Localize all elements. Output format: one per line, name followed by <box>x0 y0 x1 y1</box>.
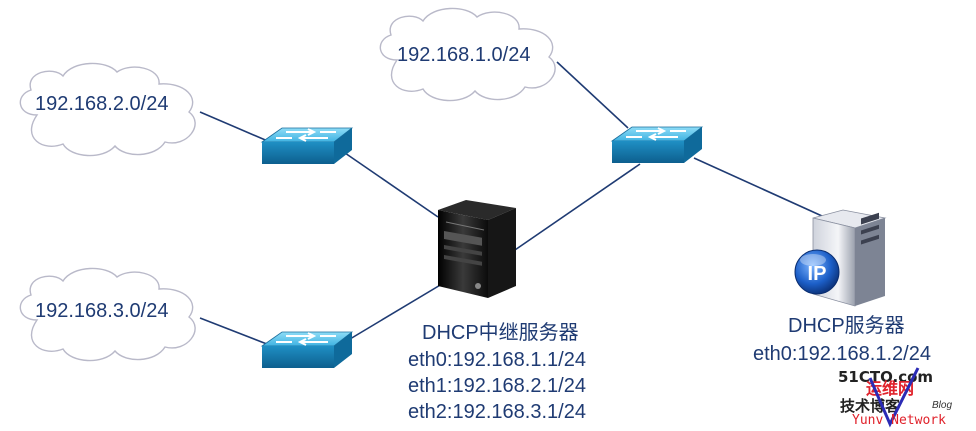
network-label: 192.168.2.0/24 <box>35 93 168 115</box>
network-label: 192.168.1.0/24 <box>397 44 530 66</box>
cloud-net3: 192.168.3.0/24 <box>19 267 196 362</box>
link-relay-switch1 <box>511 163 641 253</box>
watermark-blog: Blog <box>932 400 952 411</box>
links <box>199 61 823 347</box>
relay-labels: DHCP中继服务器 eth0:192.168.1.1/24 eth1:192.1… <box>408 321 586 423</box>
cloud-net2: 192.168.2.0/24 <box>19 62 196 157</box>
cloud-icon <box>379 7 556 102</box>
switch-icon <box>260 127 354 164</box>
relay-server <box>438 200 516 298</box>
relay-title: DHCP中继服务器 <box>422 321 579 344</box>
switch-icon <box>610 126 704 163</box>
switch-net2 <box>260 127 354 164</box>
watermark-site: 51CTO.com <box>838 368 933 386</box>
switch-net1 <box>610 126 704 163</box>
link-switch3-relay <box>339 277 453 346</box>
switch-icon <box>260 331 354 368</box>
watermark-brand: Yunv Network <box>852 413 946 428</box>
ip-server-icon: IP <box>794 209 887 307</box>
relay-eth1: eth1:192.168.2.1/24 <box>408 375 586 397</box>
link-switch1-server <box>693 157 823 217</box>
server-eth0: eth0:192.168.1.2/24 <box>753 343 931 365</box>
link-net2-switch <box>199 111 271 143</box>
switch-net3 <box>260 331 354 368</box>
server-tower-icon <box>438 200 516 298</box>
link-net3-switch <box>199 317 273 347</box>
cloud-net1: 192.168.1.0/24 <box>379 7 556 102</box>
relay-eth0: eth0:192.168.1.1/24 <box>408 349 586 371</box>
relay-eth2: eth2:192.168.3.1/24 <box>408 401 586 423</box>
link-net1-switch1 <box>556 61 629 129</box>
server-labels: DHCP服务器 eth0:192.168.1.2/24 <box>753 314 931 365</box>
watermark: 51CTO.com 运维网 技术博客 Blog Yunv Network <box>838 367 952 428</box>
network-label: 192.168.3.0/24 <box>35 300 168 322</box>
cloud-icon <box>19 62 196 157</box>
cloud-icon <box>19 267 196 362</box>
dhcp-server: IP <box>794 209 887 307</box>
watermark-v-icon <box>868 367 920 428</box>
link-switch2-relay <box>344 152 439 218</box>
ip-badge-label: IP <box>808 263 827 285</box>
server-title: DHCP服务器 <box>788 314 905 337</box>
